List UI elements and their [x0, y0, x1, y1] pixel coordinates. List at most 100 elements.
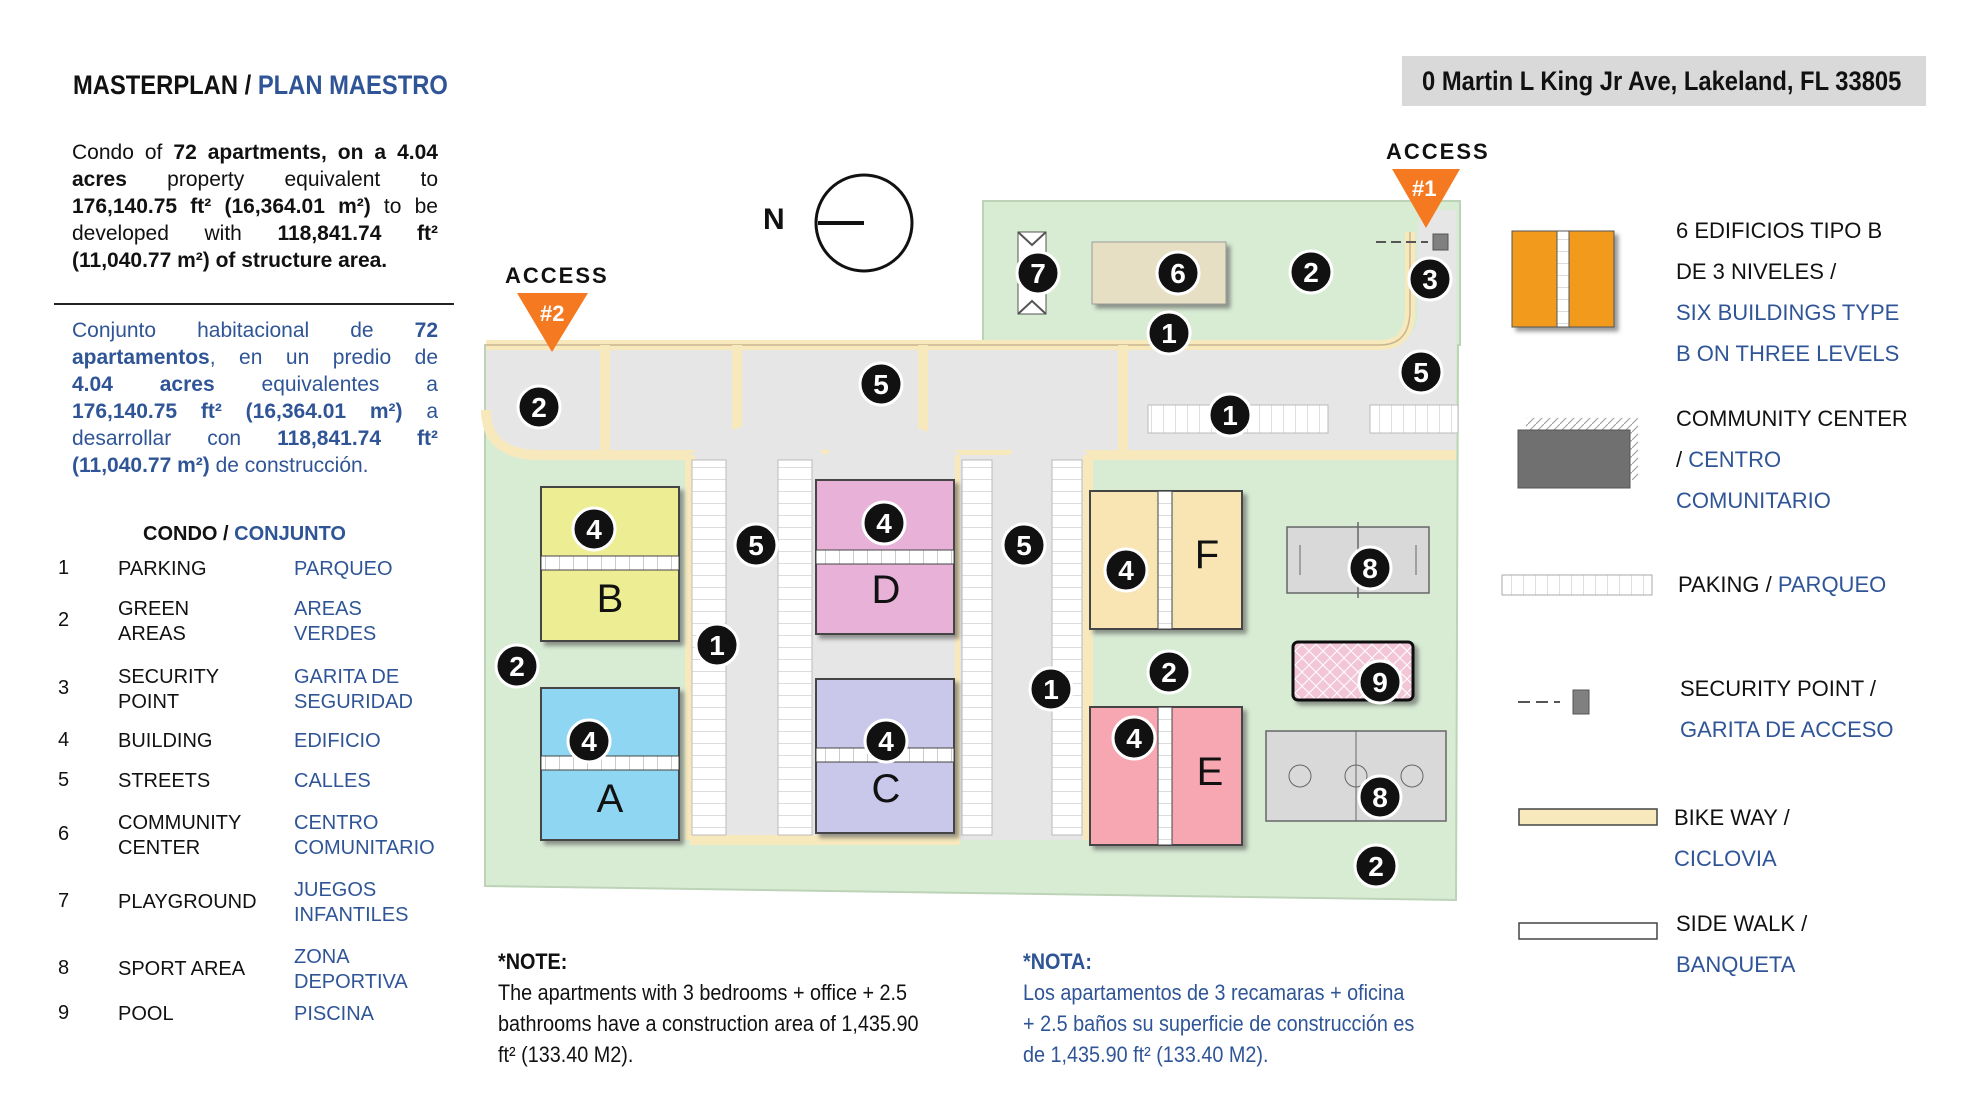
divider: [54, 303, 454, 305]
svg-text:5: 5: [873, 369, 889, 400]
map-marker-4: 4: [1111, 715, 1157, 761]
svg-text:1: 1: [709, 630, 725, 661]
description-line: 176,140.75 ft² (16,364.01 m²) to be: [72, 195, 438, 218]
parking-stalls: [1369, 404, 1459, 434]
description-line: Condo of 72 apartments, on a 4.04: [72, 141, 438, 164]
note-english: *NOTE: The apartments with 3 bedrooms + …: [498, 949, 919, 1067]
note-spanish: *NOTA: Los apartamentos de 3 recamaras +…: [1023, 949, 1415, 1067]
access-1-marker: [1392, 169, 1460, 228]
legend-label-en: GREEN AREAS: [118, 598, 190, 645]
north-label: N: [763, 203, 785, 236]
map-marker-4: 4: [1103, 547, 1149, 593]
map-marker-9: 9: [1357, 659, 1403, 705]
map-marker-1: 1: [1207, 392, 1253, 438]
address: 0 Martin L King Jr Ave, Lakeland, FL 338…: [1422, 66, 1902, 96]
map-marker-5: 5: [733, 522, 779, 568]
key-community-label: COMMUNITY CENTER / CENTRO COMUNITARIO: [1676, 406, 1908, 513]
access-1-label: ACCESS: [1386, 139, 1490, 164]
building-a: [540, 687, 680, 841]
svg-text:8: 8: [1372, 782, 1388, 813]
svg-text:9: 9: [1372, 667, 1388, 698]
access-2-marker: [517, 293, 588, 352]
svg-text:3: 3: [1422, 264, 1438, 295]
map-marker-8: 8: [1347, 545, 1393, 591]
building-letter-e: E: [1197, 750, 1224, 794]
svg-text:4: 4: [1126, 723, 1142, 754]
svg-text:5: 5: [748, 530, 764, 561]
sport-court-bottom: [1265, 730, 1447, 822]
svg-text:4: 4: [878, 726, 894, 757]
legend-label-es: PARQUEO: [294, 558, 393, 580]
legend-number: 3: [58, 677, 70, 699]
building-letter-f: F: [1195, 533, 1219, 577]
legend-heading: CONDO / CONJUNTO: [143, 523, 346, 545]
map-marker-4: 4: [863, 718, 909, 764]
map-marker-2: 2: [494, 643, 540, 689]
map-marker-7: 7: [1015, 250, 1061, 296]
svg-text:2: 2: [1161, 657, 1177, 688]
key-parking-label: PAKING / PARQUEO: [1678, 572, 1887, 597]
map-marker-1: 1: [1028, 666, 1074, 712]
description-es: Conjunto habitacional de 72 apartamentos,…: [72, 317, 438, 479]
legend-label-es: CENTRO COMUNITARIO: [294, 812, 435, 859]
key-sidewalk-swatch: [1518, 922, 1658, 940]
bike-lane: [1118, 345, 1128, 455]
legend-label-en: PLAYGROUND: [118, 891, 257, 913]
legend-label-es: EDIFICIO: [294, 730, 381, 752]
description-line: (11,040.77 m²) de construcción.: [72, 454, 369, 477]
parking-stalls: [961, 459, 993, 836]
building-letter-b: B: [597, 577, 624, 621]
svg-text:8: 8: [1362, 553, 1378, 584]
key-buildings-swatch: [1511, 230, 1615, 328]
parking-stalls: [777, 459, 813, 836]
page-title: MASTERPLAN / PLAN MAESTRO: [73, 70, 448, 100]
svg-text:4: 4: [1118, 555, 1134, 586]
svg-text:2: 2: [509, 651, 525, 682]
svg-text:1: 1: [1222, 400, 1238, 431]
legend-number: 5: [58, 769, 70, 791]
address-box: [1402, 56, 1926, 106]
access-1-number: #1: [1412, 176, 1437, 201]
building-letter-d: D: [872, 568, 901, 612]
parking-stalls: [1051, 459, 1083, 836]
bike-lane: [918, 345, 928, 455]
legend-number: 9: [58, 1002, 70, 1024]
svg-text:1: 1: [1043, 674, 1059, 705]
legend-label-en: POOL: [118, 1003, 174, 1025]
map-marker-3: 3: [1407, 256, 1453, 302]
map-marker-4: 4: [566, 718, 612, 764]
svg-text:2: 2: [1368, 851, 1384, 882]
map-marker-5: 5: [1398, 349, 1444, 395]
map-marker-1: 1: [694, 622, 740, 668]
key-sidewalk-label: SIDE WALK / BANQUETA: [1676, 911, 1808, 977]
legend-number: 7: [58, 890, 70, 912]
description-line: apartamentos, en un predio de: [72, 346, 438, 369]
key-parking-swatch: [1501, 574, 1653, 596]
legend-label-es: ZONA DEPORTIVA: [294, 946, 408, 993]
legend-number: 8: [58, 957, 70, 979]
key-bike-swatch: [1518, 808, 1658, 826]
map-marker-4: 4: [861, 500, 907, 546]
building-letter-c: C: [872, 767, 901, 811]
map-marker-2: 2: [1288, 249, 1334, 295]
map-marker-8: 8: [1357, 774, 1403, 820]
description-line: acres property equivalent to: [72, 168, 438, 191]
bike-lane: [600, 345, 610, 455]
svg-text:4: 4: [581, 726, 597, 757]
description-line: (11,040.77 m²) of structure area.: [72, 249, 388, 272]
north-arrow: [814, 173, 914, 273]
map-marker-6: 6: [1155, 250, 1201, 296]
svg-text:2: 2: [531, 392, 547, 423]
description-en: Condo of 72 apartments, on a 4.04 acres p…: [72, 139, 438, 274]
legend-label-en: SECURITY POINT: [118, 666, 220, 713]
key-bike-label: BIKE WAY / CICLOVIA: [1674, 805, 1790, 871]
access-2-number: #2: [540, 301, 565, 326]
legend-label-en: COMMUNITY CENTER: [118, 812, 242, 859]
building-d: [815, 479, 955, 635]
description-line: Conjunto habitacional de 72: [72, 319, 438, 342]
svg-text:4: 4: [586, 514, 602, 545]
legend-number: 1: [58, 557, 70, 579]
